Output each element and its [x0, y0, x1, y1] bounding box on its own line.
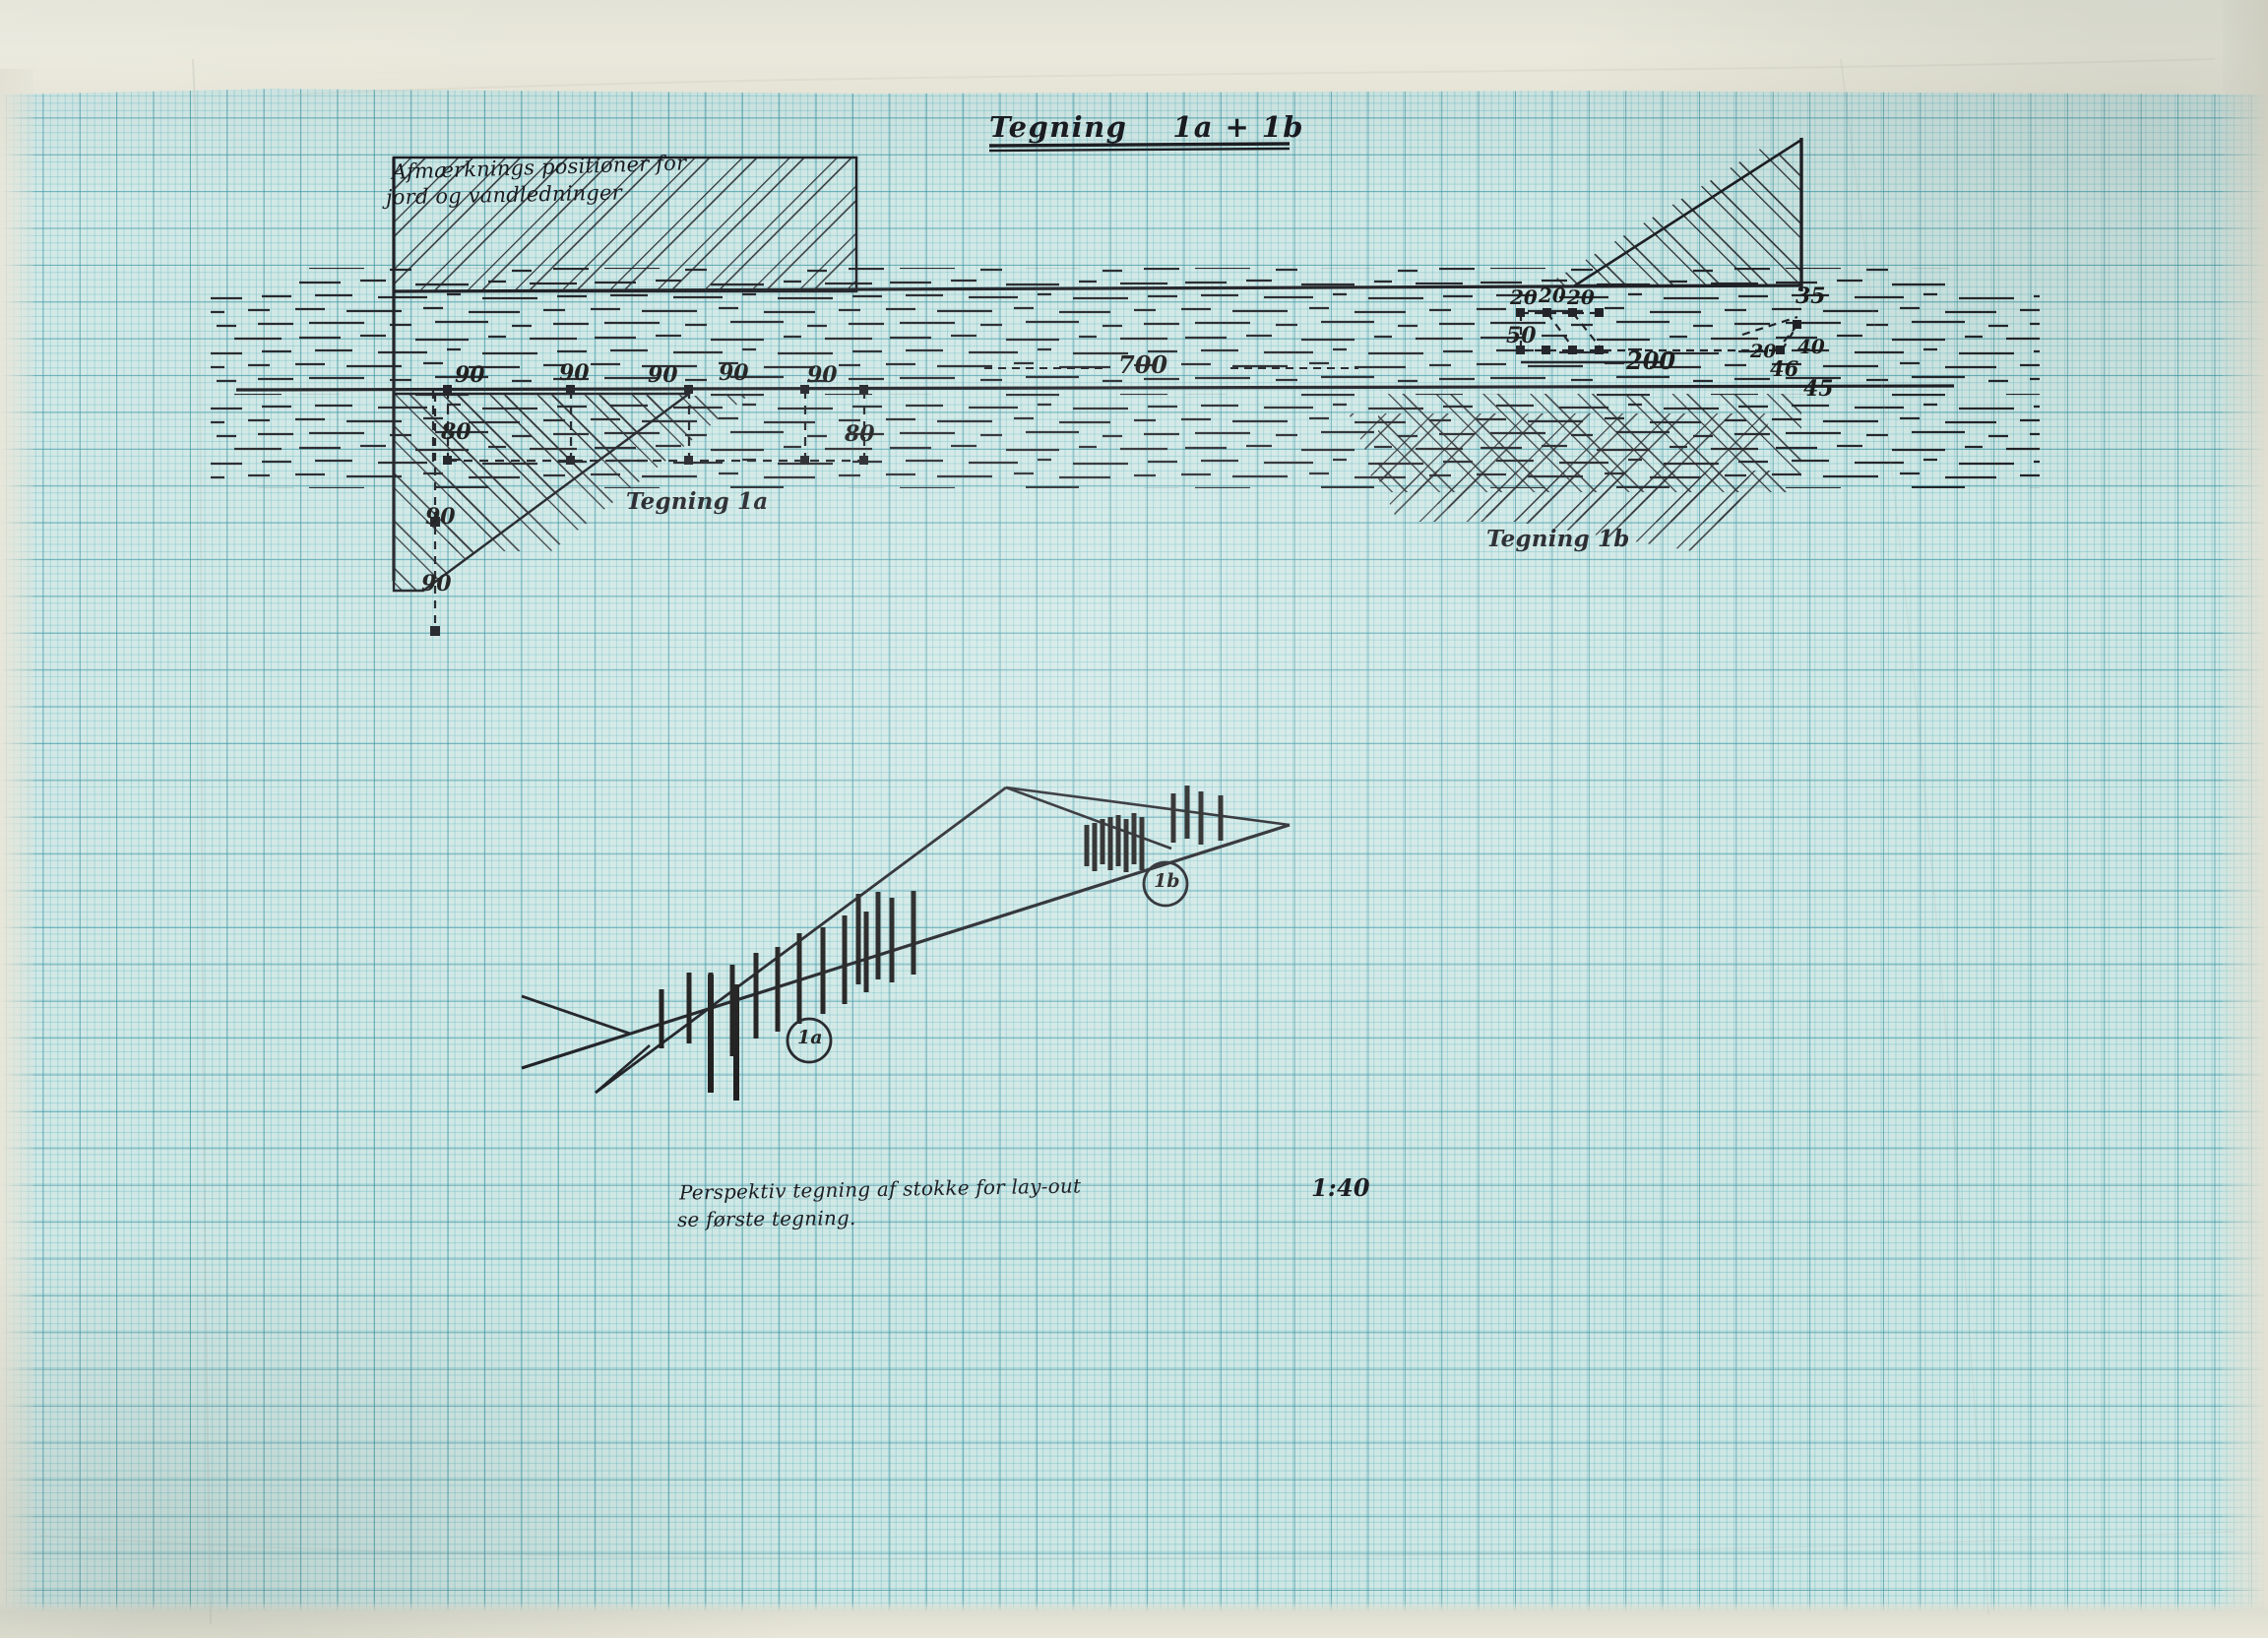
dim-right-20-2: 20: [1539, 284, 1566, 307]
circle-label-1a: 1a: [797, 1027, 823, 1048]
dim-left-90-4: 90: [719, 360, 749, 386]
left-dimension-ticks: [443, 385, 868, 465]
perspective-end-left-a: [521, 994, 631, 1036]
circle-marker-1b: [1142, 860, 1189, 908]
dim-left-90-2: 90: [559, 360, 590, 386]
dim-right-50: 50: [1506, 323, 1537, 348]
bottom-caption-line2: se første tegning.: [676, 1206, 856, 1231]
dim-left-90-v1: 90: [425, 504, 456, 530]
dim-left-90-5: 90: [807, 362, 838, 388]
perspective-end-left-b: [595, 1044, 651, 1094]
section-label-1b: Tegning 1b: [1486, 526, 1630, 552]
paper-left-margin: [0, 69, 33, 1638]
right-lower-earth-wedge: [1349, 394, 1801, 551]
left-dimension-chain: [431, 390, 866, 463]
dim-left-80-b: 80: [845, 421, 875, 447]
top-left-note-line2: jord og vandledninger: [385, 180, 623, 210]
page-title: Tegning 1a + 1b: [989, 110, 1304, 144]
paper-right-margin: [2223, 0, 2268, 1638]
perspective-stake-drawing: [521, 786, 1291, 1101]
dim-right-35: 35: [1796, 284, 1826, 309]
upper-section-drawing: [211, 137, 2040, 636]
scale-label: 1:40: [1311, 1173, 1370, 1202]
perspective-rail-upper: [1005, 786, 1291, 827]
right-dimension-ticks: [1516, 308, 1801, 354]
dim-right-40: 40: [1797, 335, 1825, 358]
dim-right-20-3: 20: [1567, 285, 1595, 309]
dim-left-90-1: 90: [455, 362, 485, 388]
section-label-1a: Tegning 1a: [626, 488, 769, 515]
right-upper-earth-wedge: [1545, 137, 1803, 287]
stake-group-1a-right: [855, 892, 881, 984]
paper-bottom-margin: [0, 1601, 2268, 1638]
dim-left-90-3: 90: [648, 362, 678, 388]
circle-marker-1a: [786, 1017, 833, 1064]
left-vertical-ticks: [430, 517, 440, 636]
dim-right-46: 46: [1770, 356, 1799, 381]
dim-right-200: 200: [1626, 346, 1676, 375]
dim-centre-700: 700: [1118, 350, 1168, 379]
dim-left-90-v2: 90: [421, 571, 452, 597]
circle-label-1b: 1b: [1154, 870, 1180, 892]
dim-right-20-corner: 20: [1750, 341, 1777, 362]
title-underline: [988, 142, 1291, 153]
perspective-rail-lower: [521, 823, 1291, 1070]
stake-cluster-1b: [1084, 813, 1145, 872]
stake-group-1a-long: [708, 975, 739, 1101]
paper-top-margin: [0, 0, 2268, 94]
dim-right-45: 45: [1803, 376, 1834, 402]
stake-group-1b-spaced: [1170, 786, 1224, 845]
dim-left-80-a: 80: [441, 419, 472, 445]
left-lower-earth-wedge: [392, 392, 748, 593]
dim-right-20-1: 20: [1510, 285, 1538, 309]
